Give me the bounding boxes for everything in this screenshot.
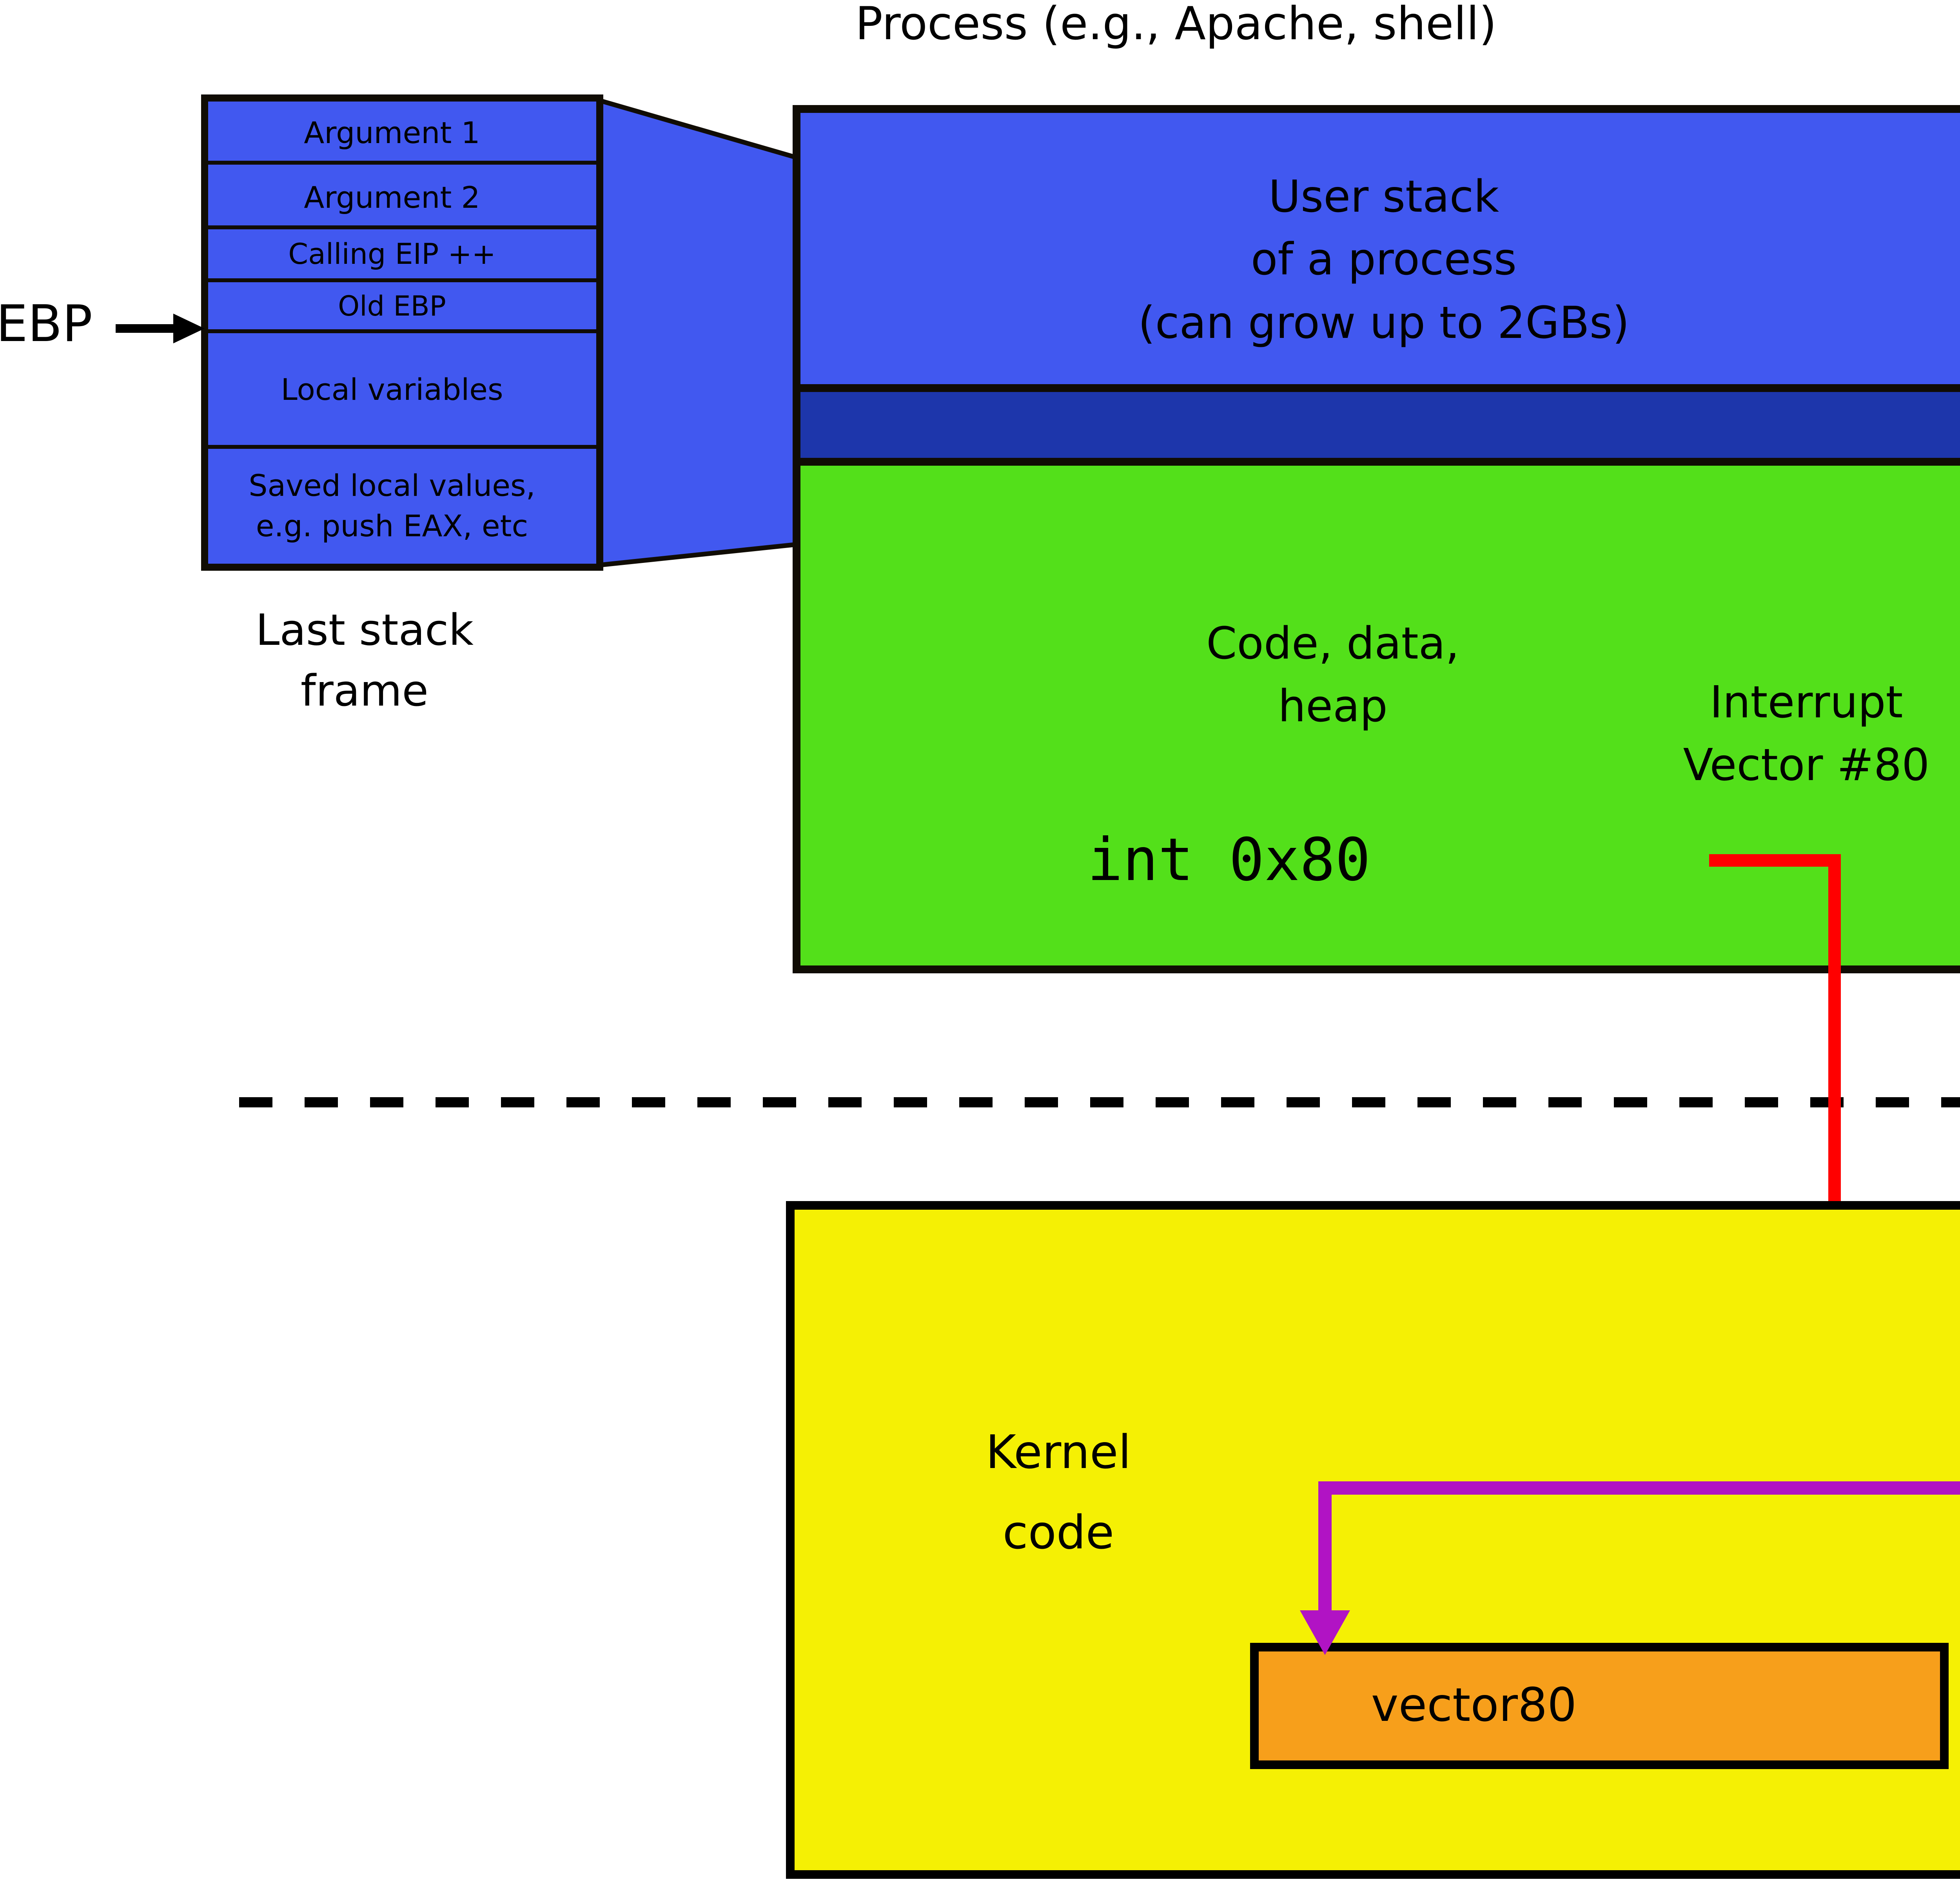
stack-row-old-ebp: Old EBP <box>338 290 446 322</box>
stack-row-local-variables: Local variables <box>281 372 503 407</box>
stack-frame-caption-line2: frame <box>301 666 428 716</box>
stack-row-argument-1: Argument 1 <box>304 115 480 150</box>
code-data-heap-region <box>793 458 1960 973</box>
ebp-arrow-icon <box>116 314 205 343</box>
process-memory-box <box>793 105 1960 973</box>
page-title: Process (e.g., Apache, shell) <box>855 0 1497 50</box>
user-stack-label-line1: User stack <box>1269 171 1499 222</box>
ebp-register-label: EBP <box>0 295 93 353</box>
vector80-handler-box <box>1250 1643 1949 1769</box>
stack-row-argument-2: Argument 2 <box>304 180 480 215</box>
last-stack-frame-box: Argument 1 Argument 2 Calling EIP ++ Old… <box>201 94 603 571</box>
stack-row-saved-locals-line2: e.g. push EAX, etc <box>256 508 528 543</box>
stack-frame-band <box>793 384 1960 466</box>
stack-frame-caption-line1: Last stack <box>256 605 474 655</box>
user-stack-label-line2: of a process <box>1251 234 1517 285</box>
code-data-label-line2: heap <box>1278 681 1388 732</box>
stack-row-calling-eip: Calling EIP ++ <box>288 238 496 271</box>
interrupt-vector-label-line2: Vector #80 <box>1683 740 1930 791</box>
int-instruction-label: int 0x80 <box>1087 826 1370 894</box>
user-stack-label-line3: (can grow up to 2GBs) <box>1138 298 1630 348</box>
kernel-code-box <box>786 1201 1960 1879</box>
kernel-code-label-line2: code <box>1003 1505 1114 1559</box>
idt-to-handler-magenta-arrow <box>1300 1481 1960 1655</box>
interrupt-vector-label-line1: Interrupt <box>1710 677 1903 728</box>
vector80-handler-label: vector80 <box>1371 1678 1577 1732</box>
code-data-label-line1: Code, data, <box>1206 618 1459 669</box>
kernel-code-label-line1: Kernel <box>986 1425 1131 1479</box>
stack-row-saved-locals-line1: Saved local values, <box>249 468 535 503</box>
